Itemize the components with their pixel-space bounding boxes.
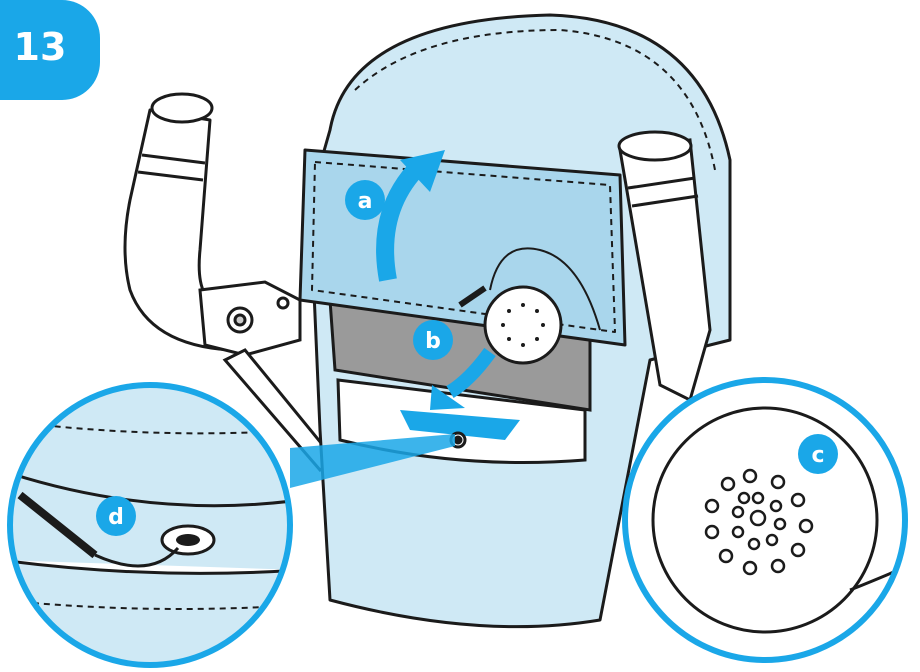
label-b: b: [425, 329, 441, 354]
left-handlebar: [123, 92, 232, 352]
frame-joint: [198, 280, 338, 472]
step-number-badge: 13: [0, 0, 100, 100]
label-d: d: [108, 505, 124, 530]
detail-circle-d: [7, 382, 293, 668]
label-badge-a: a: [345, 180, 385, 220]
audio-jack-icon: [17, 491, 216, 568]
label-badge-d: d: [96, 496, 136, 536]
speaker-grille: [704, 468, 814, 576]
speaker-icon: [458, 247, 601, 365]
curved-arrow-up-icon: [376, 150, 445, 282]
label-c: c: [811, 443, 824, 468]
label-badge-b: b: [413, 320, 453, 360]
label-badge-c: c: [798, 434, 838, 474]
zoom-connector: [290, 434, 455, 488]
label-a: a: [358, 189, 373, 214]
step-number: 13: [14, 25, 67, 69]
right-handlebar: [617, 130, 712, 403]
curved-arrow-down-icon: [430, 347, 496, 410]
detail-circle-c: [622, 377, 908, 663]
